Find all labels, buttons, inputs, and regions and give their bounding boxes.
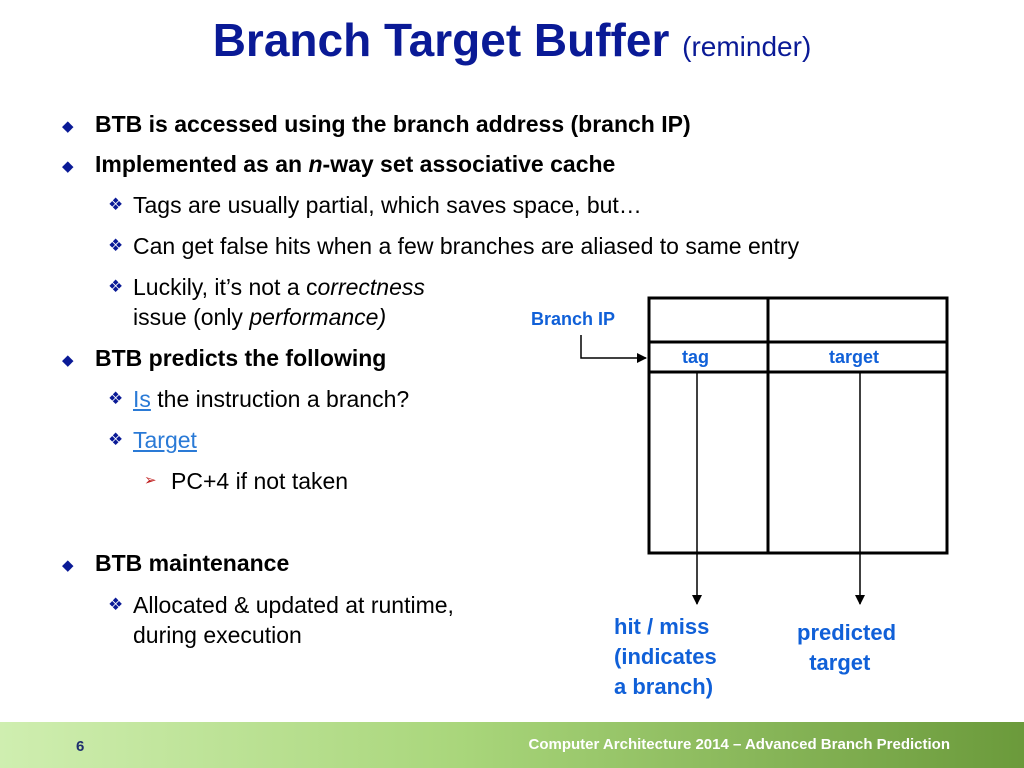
is-link[interactable]: Is bbox=[133, 386, 151, 412]
diamond-bullet-icon: ◆ bbox=[62, 352, 74, 369]
branch-ip-arrow bbox=[580, 335, 647, 363]
bullet-text: Can get false hits when a few branches a… bbox=[133, 233, 800, 259]
four-diamond-bullet-icon: ❖ bbox=[108, 195, 124, 214]
diamond-bullet-icon: ◆ bbox=[62, 118, 74, 135]
four-diamond-bullet-icon: ❖ bbox=[108, 389, 124, 408]
bullet-text: PC+4 if not taken bbox=[171, 468, 349, 494]
bullet-text: BTB is accessed using the branch address… bbox=[95, 111, 691, 137]
bullet-text: Allocated & updated at runtime, bbox=[133, 592, 454, 618]
four-diamond-bullet-icon: ❖ bbox=[108, 277, 124, 296]
predicted-target-label: predicted target bbox=[797, 620, 897, 675]
bullet-text: Implemented as an n-way set associative … bbox=[95, 151, 616, 177]
footer-bar: 6 Computer Architecture 2014 – Advanced … bbox=[0, 722, 1024, 768]
slide-title: Branch Target Buffer (reminder) bbox=[0, 10, 1024, 77]
footer-text: Computer Architecture 2014 – Advanced Br… bbox=[528, 736, 950, 753]
hit-miss-label: hit / miss (indicates a branch) bbox=[614, 614, 717, 699]
bullet-text: Target bbox=[133, 425, 197, 455]
bullet-text-continued: during execution bbox=[133, 622, 302, 648]
bullet-text: Luckily, it’s not a correctness bbox=[133, 274, 425, 300]
arrowhead-bullet-icon: ➢ bbox=[144, 472, 157, 489]
bullet-text-continued: issue (only performance) bbox=[133, 304, 387, 330]
bullet-text: Is the instruction a branch? bbox=[133, 386, 410, 412]
target-link[interactable]: Target bbox=[133, 427, 197, 453]
bullet-text: Tags are usually partial, which saves sp… bbox=[133, 192, 642, 218]
branch-ip-label: Branch IP bbox=[531, 309, 616, 329]
four-diamond-bullet-icon: ❖ bbox=[108, 595, 124, 614]
target-label: target bbox=[829, 347, 880, 367]
title-sub: (reminder) bbox=[682, 31, 812, 62]
btb-table bbox=[647, 296, 949, 555]
bullet-text: BTB predicts the following bbox=[95, 345, 387, 371]
four-diamond-bullet-icon: ❖ bbox=[108, 430, 124, 449]
tag-label: tag bbox=[682, 347, 709, 367]
four-diamond-bullet-icon: ❖ bbox=[108, 236, 124, 255]
page-number: 6 bbox=[76, 738, 85, 755]
title-main: Branch Target Buffer bbox=[212, 14, 670, 66]
diamond-bullet-icon: ◆ bbox=[62, 158, 74, 175]
diamond-bullet-icon: ◆ bbox=[62, 557, 74, 574]
bullet-text: BTB maintenance bbox=[95, 550, 290, 576]
